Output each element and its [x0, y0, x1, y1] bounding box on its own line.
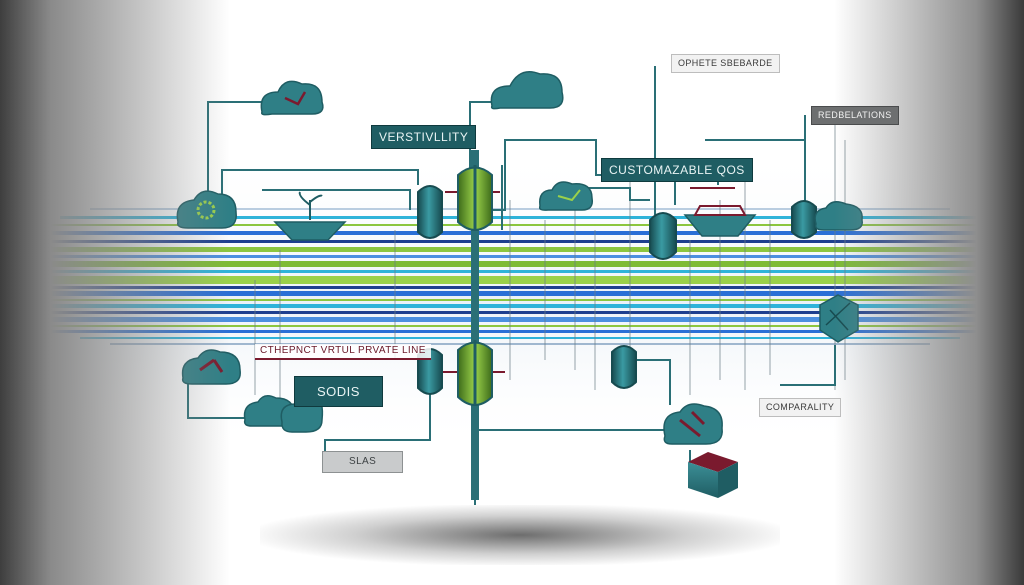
switch-node — [649, 212, 677, 260]
ethernet-private-line-label: CTHEPNCT VRTUL PRVATE LINE — [255, 344, 431, 360]
cloud-icon-shape — [260, 80, 324, 116]
redbelations-label: REDBELATIONS — [811, 106, 899, 125]
broken-pipe-icon — [679, 410, 706, 438]
stream-line — [0, 270, 1024, 273]
stream-line — [0, 286, 1024, 289]
connector — [560, 187, 650, 201]
cloud-icon-shape — [663, 403, 723, 445]
stream-line — [0, 304, 1024, 308]
stream-line — [0, 276, 1024, 284]
cloud-icon-shape — [538, 181, 594, 211]
cloud-icon — [663, 403, 723, 445]
switch-node-body — [417, 185, 443, 239]
stream-line — [60, 216, 980, 219]
cloud-icon — [538, 181, 594, 211]
stream-line — [20, 240, 1010, 243]
plant-bowl-icon-stem — [298, 191, 323, 220]
vertical-ticks — [254, 125, 846, 400]
stream-line — [0, 255, 1024, 258]
stream-line — [40, 224, 1000, 226]
stream-line — [80, 337, 960, 339]
versatility-label: VERSTIVLLITY — [371, 125, 477, 149]
broken-pipe-icon — [557, 189, 581, 202]
router-node — [457, 165, 493, 231]
plant-bowl-icon — [273, 191, 347, 241]
switch-node — [611, 345, 637, 389]
connector — [262, 189, 411, 210]
broken-pipe-icon — [284, 91, 307, 106]
server-box-icon-front — [718, 462, 738, 498]
connector — [324, 360, 431, 460]
stream-line — [0, 299, 1024, 301]
stream-line — [30, 325, 1000, 327]
stream-line — [30, 231, 1010, 235]
hexagon-icon — [683, 205, 757, 237]
stream-line — [50, 330, 990, 333]
switch-node — [417, 185, 443, 239]
comparability-label: COMPARALITY — [759, 398, 842, 417]
cloud-icon — [260, 80, 324, 116]
switch-node-body — [611, 345, 637, 389]
stream-line — [0, 261, 1024, 267]
cloud-icon — [490, 71, 564, 110]
server-box-icon — [688, 452, 738, 498]
stream-line — [20, 317, 1010, 322]
ophete-sbebarde-label: OPHETE SBEBARDE — [671, 54, 780, 73]
plant-bowl-icon-shape — [273, 221, 347, 241]
switch-node-body — [791, 200, 817, 239]
sodis-label: SODIS — [294, 376, 383, 407]
server-box-icon-top — [688, 452, 738, 472]
router-node — [457, 340, 493, 406]
hexagon-icon-cap — [693, 205, 747, 216]
core-backbone — [471, 150, 479, 500]
slas-label: SLAS — [322, 451, 404, 473]
server-box-icon-side — [688, 462, 718, 498]
switch-node-body — [649, 212, 677, 260]
data-stream-lines — [0, 208, 1024, 345]
stream-line — [0, 291, 1024, 296]
cloud-icon-shape — [490, 71, 564, 110]
stream-line — [110, 343, 930, 345]
customizable-qos-label: CUSTOMAZABLE QOS — [601, 158, 753, 182]
switch-node — [791, 200, 817, 239]
stream-line — [90, 208, 950, 210]
